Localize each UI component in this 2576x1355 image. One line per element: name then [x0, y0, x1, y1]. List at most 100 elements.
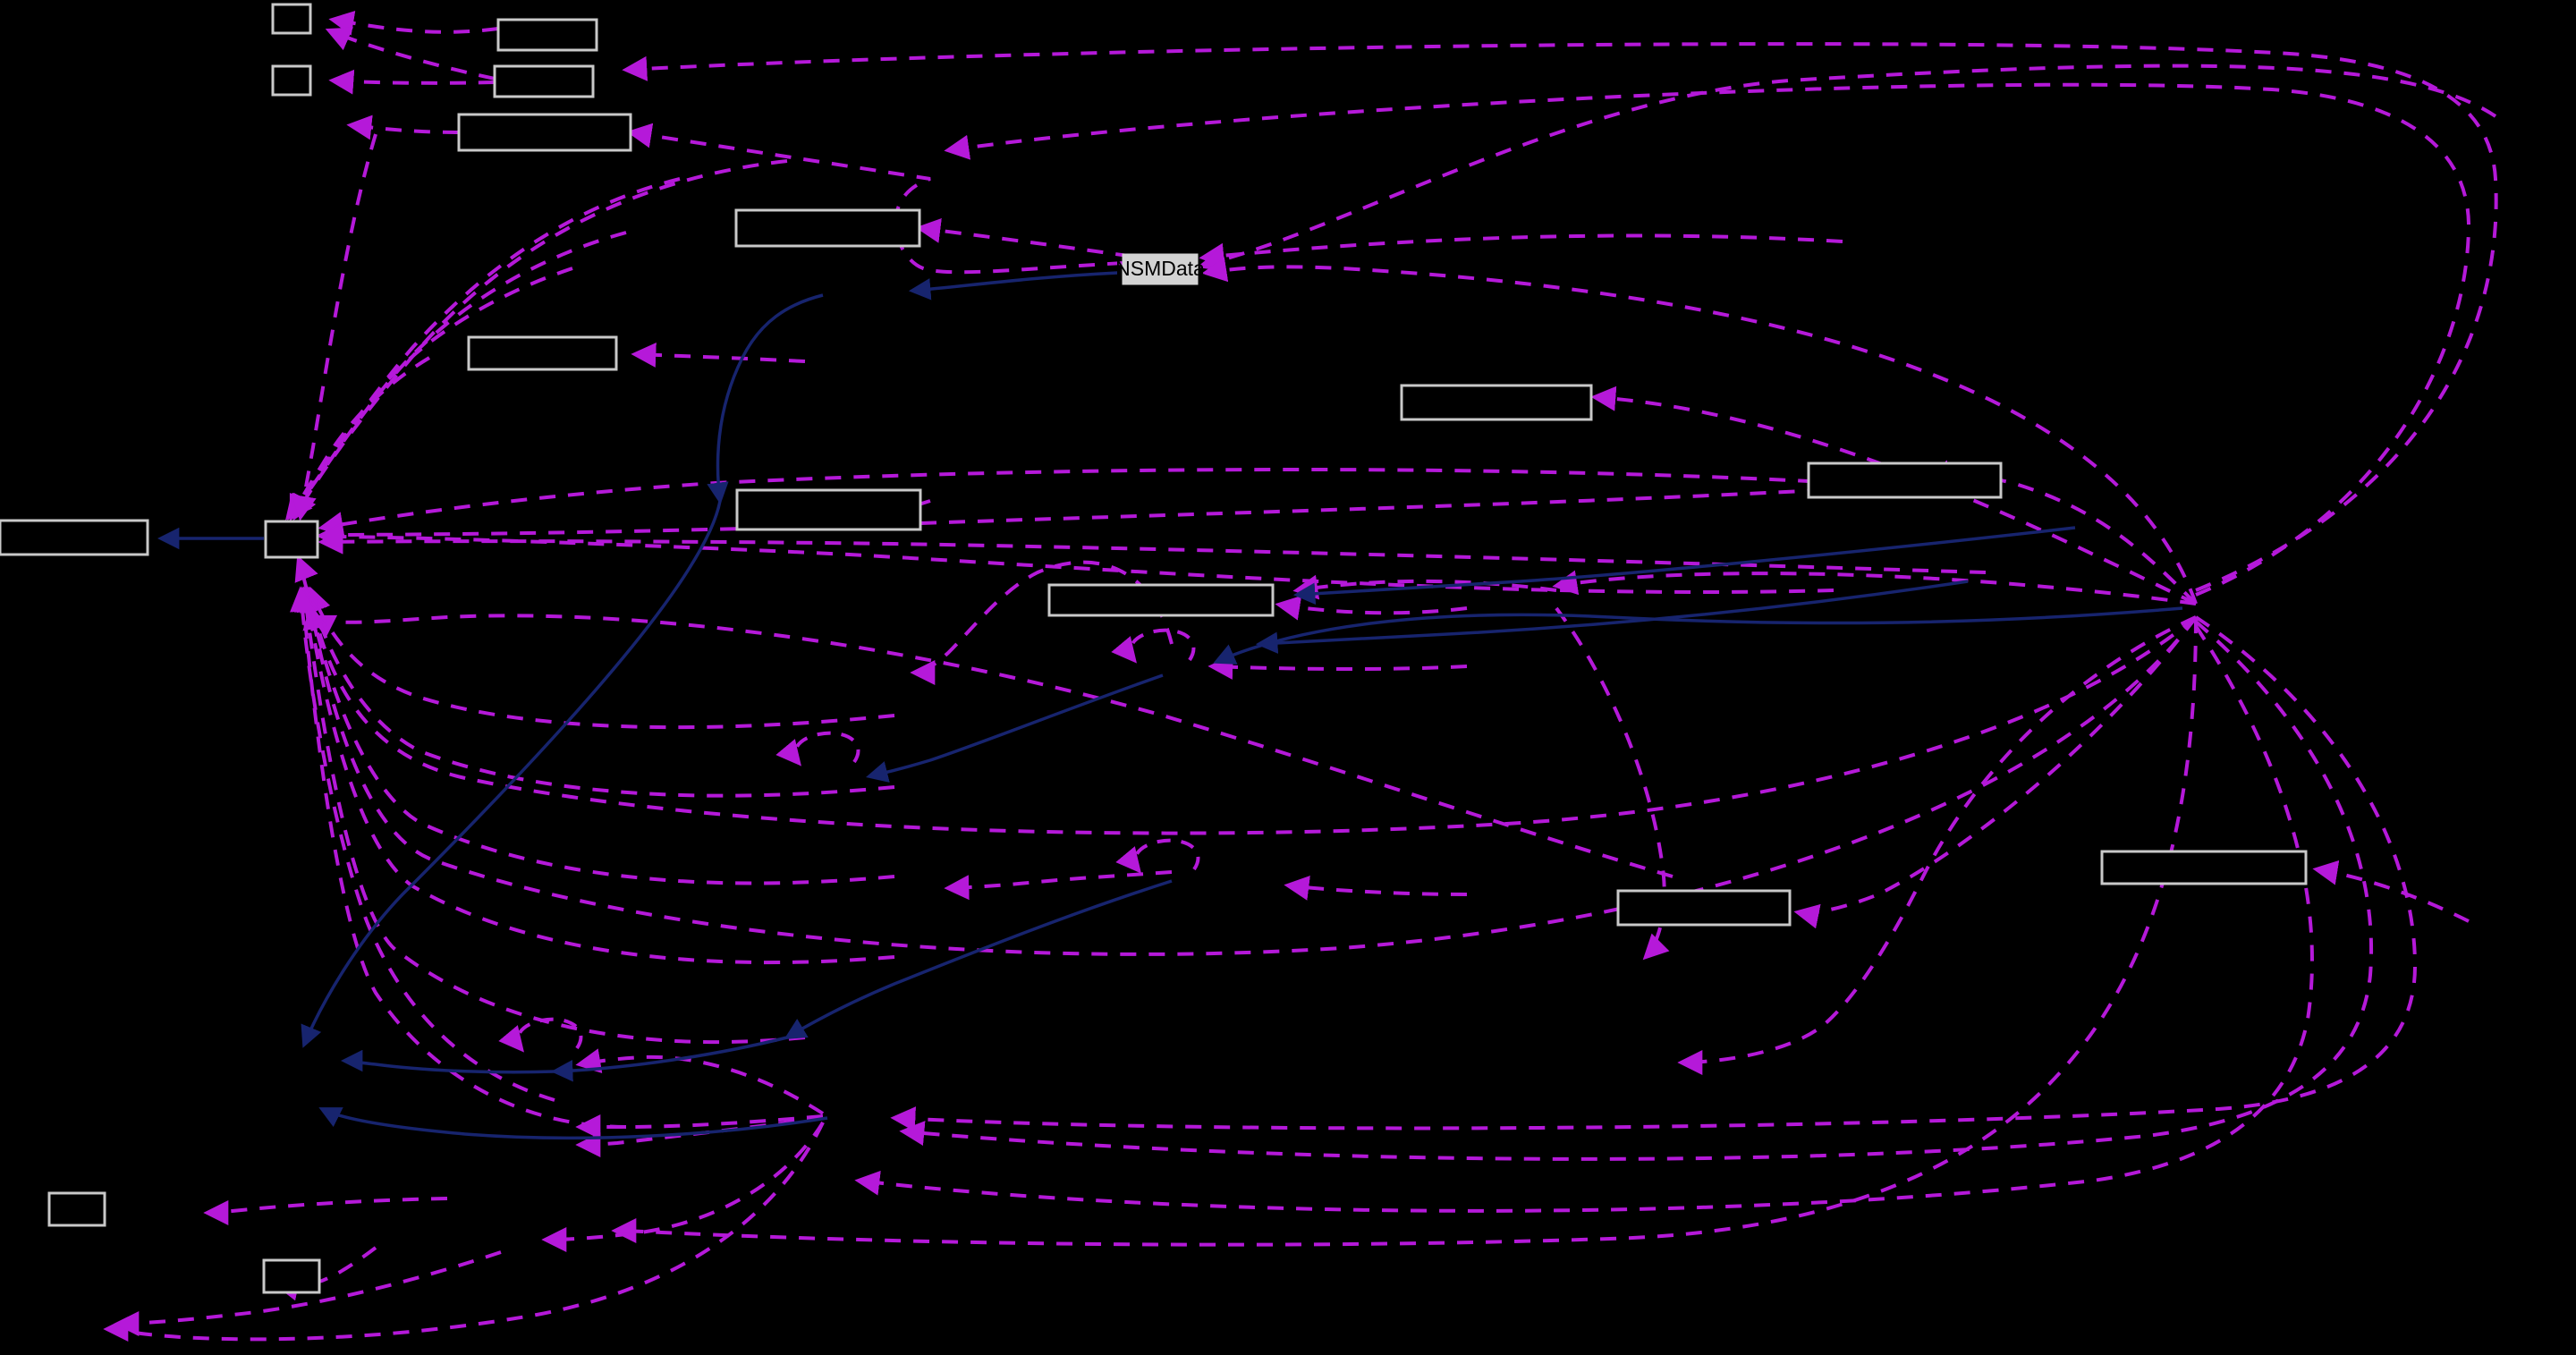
node-rect[interactable]: [271, 64, 312, 97]
edge-magenta: [292, 159, 788, 521]
edge-magenta: [1199, 64, 2497, 273]
edge-blue: [784, 879, 1173, 1040]
edge-magenta: [309, 614, 1674, 878]
graph-node[interactable]: [735, 488, 922, 531]
self-loop-magenta: [775, 731, 860, 766]
edge-magenta: [1677, 615, 2197, 1075]
edge-magenta: [1201, 257, 2198, 605]
edge-magenta: [292, 586, 627, 1129]
edge-blue: [1255, 580, 1969, 654]
edge-magenta: [2312, 860, 2470, 923]
graph-point-node[interactable]: [820, 1111, 826, 1116]
edge-magenta: [302, 586, 895, 798]
edge-blue: [301, 500, 722, 1048]
graph-point-node[interactable]: [2193, 601, 2199, 606]
node-rect[interactable]: [2100, 850, 2308, 885]
graph-node[interactable]: [271, 3, 312, 35]
edge-blue: [1292, 526, 2076, 606]
edge-magenta: [294, 586, 806, 1045]
edge-magenta: [910, 560, 1174, 685]
node-rect[interactable]: [264, 520, 319, 559]
node-rect[interactable]: [262, 1258, 321, 1294]
self-loop-magenta: [1111, 628, 1196, 664]
edge-magenta: [611, 616, 2198, 1247]
graph-node[interactable]: [271, 64, 312, 97]
node-layer: NSMData: [0, 3, 2308, 1294]
node-rect[interactable]: [735, 488, 922, 531]
node-rect[interactable]: [0, 519, 149, 556]
graph-node[interactable]: [2100, 850, 2308, 885]
edge-magenta: [631, 342, 806, 368]
edge-magenta: [328, 69, 496, 95]
graph-node-labeled[interactable]: NSMData: [1115, 253, 1205, 285]
edge-blue: [866, 673, 1164, 783]
edge-magenta: [541, 1121, 825, 1252]
edge-magenta: [1552, 570, 2197, 606]
edge-magenta: [103, 1122, 825, 1342]
graph-node[interactable]: [264, 520, 319, 559]
edge-magenta: [318, 529, 1987, 574]
edge-magenta: [294, 555, 2198, 835]
edge-magenta: [890, 615, 2418, 1132]
graph-node[interactable]: [1616, 889, 1792, 927]
edge-magenta: [302, 604, 2198, 956]
edge-magenta: [292, 133, 377, 521]
graph-node[interactable]: [47, 1191, 106, 1227]
node-rect[interactable]: [1616, 889, 1792, 927]
node-rect[interactable]: [1807, 462, 2003, 499]
edge-blue: [340, 1049, 555, 1074]
node-rect[interactable]: [467, 335, 618, 371]
edge-magenta: [296, 586, 895, 965]
node-rect[interactable]: [1122, 253, 1199, 285]
edge-magenta: [289, 356, 431, 521]
node-rect[interactable]: [271, 3, 312, 35]
graph-point-node[interactable]: [1169, 659, 1174, 665]
edge-magenta: [1208, 654, 1468, 680]
graph-point-node[interactable]: [834, 762, 839, 767]
edge-blue: [550, 1036, 788, 1082]
node-label: NSMData: [1115, 257, 1205, 280]
edge-magenta: [1793, 615, 2198, 929]
edge-magenta: [575, 1048, 825, 1115]
edge-magenta: [1292, 574, 1557, 600]
edge-magenta: [346, 114, 460, 140]
node-rect[interactable]: [457, 113, 632, 152]
node-rect[interactable]: [496, 18, 598, 52]
graph-node[interactable]: [1807, 462, 2003, 499]
edge-magenta: [1199, 233, 1843, 268]
graph-point-node[interactable]: [1174, 869, 1179, 875]
edge-blue: [1213, 606, 2183, 665]
edge-magenta: [203, 1197, 448, 1225]
edge-magenta: [328, 11, 499, 36]
node-rect[interactable]: [47, 1191, 106, 1227]
edge-magenta: [290, 586, 555, 1102]
edge-layer: [103, 11, 2498, 1342]
edge-blue: [908, 271, 1119, 301]
node-rect[interactable]: [1047, 583, 1275, 617]
edge-magenta: [626, 123, 1124, 275]
node-rect[interactable]: [1400, 384, 1593, 421]
edge-magenta: [318, 468, 1843, 537]
self-loop-magenta: [498, 1017, 583, 1053]
edge-magenta: [944, 82, 2471, 597]
self-loop-magenta: [1115, 838, 1200, 874]
graph-node[interactable]: [262, 1258, 321, 1294]
graph-node[interactable]: [1047, 583, 1275, 617]
node-rect[interactable]: [734, 208, 921, 248]
edge-magenta: [1555, 606, 1670, 961]
graph-point-node[interactable]: [556, 1048, 562, 1054]
edge-magenta: [899, 620, 2373, 1161]
graph-node[interactable]: [1400, 384, 1593, 421]
graph-node[interactable]: [493, 64, 595, 98]
edge-magenta: [318, 478, 1996, 547]
node-rect[interactable]: [493, 64, 595, 98]
graph-node[interactable]: [734, 208, 921, 248]
graph-node[interactable]: [467, 335, 618, 371]
graph-node[interactable]: [0, 519, 149, 556]
edge-blue: [318, 1107, 828, 1140]
graph-node[interactable]: [457, 113, 632, 152]
graph-node[interactable]: [496, 18, 598, 52]
